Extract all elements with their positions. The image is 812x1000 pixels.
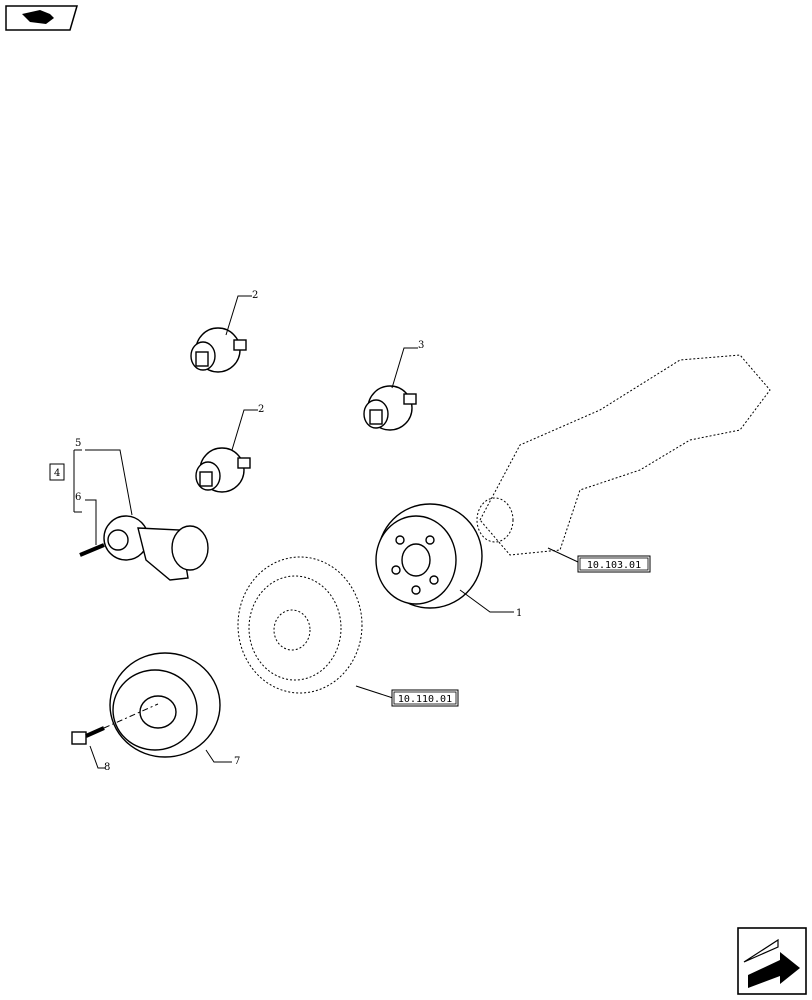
reference-10-103-01-label: 10.103.01 bbox=[587, 560, 641, 571]
reference-10-103-01[interactable]: 10.103.01 bbox=[577, 555, 651, 573]
crankshaft-reference bbox=[476, 354, 771, 556]
crankshaft-pulley-1 bbox=[375, 503, 483, 609]
idler-pulley-2-lower bbox=[195, 447, 251, 493]
leader-lines bbox=[73, 295, 579, 769]
reference-10-110-01[interactable]: 10.110.01 bbox=[391, 689, 459, 707]
callout-6: 6 bbox=[75, 492, 81, 503]
bolt-6 bbox=[79, 543, 105, 557]
callout-2-upper: 2 bbox=[252, 290, 258, 301]
callout-2-lower: 2 bbox=[258, 404, 264, 415]
idler-pulley-2-upper bbox=[190, 327, 247, 373]
callout-7: 7 bbox=[234, 756, 240, 767]
vibration-damper-reference bbox=[237, 556, 363, 694]
pulley-7 bbox=[109, 652, 221, 758]
callout-8: 8 bbox=[104, 762, 110, 773]
reference-10-110-01-label: 10.110.01 bbox=[398, 694, 452, 705]
callout-4: 4 bbox=[54, 468, 60, 479]
idler-pulley-3 bbox=[363, 385, 417, 431]
callout-4-box bbox=[49, 463, 65, 481]
book-icon[interactable] bbox=[5, 5, 78, 31]
callout-5: 5 bbox=[75, 438, 81, 449]
callout-1: 1 bbox=[516, 608, 522, 619]
belt-tensioner-5 bbox=[103, 515, 209, 581]
bolt-8 bbox=[71, 726, 105, 745]
arrow-icon[interactable] bbox=[737, 927, 807, 995]
callout-3: 3 bbox=[418, 340, 424, 351]
